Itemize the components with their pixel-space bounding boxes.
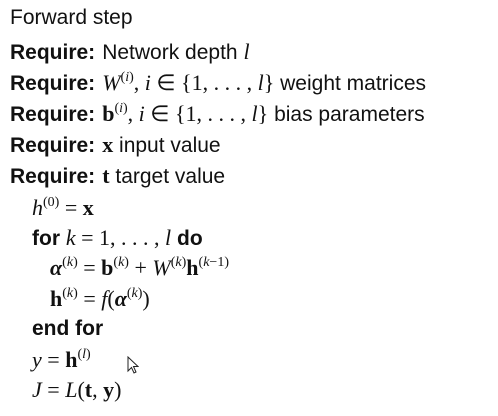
mouse-pointer-icon (127, 356, 139, 374)
step-loss: J = L(t, y) (32, 374, 121, 406)
bias-math: b(i), i ∈ {1, . . . , l} (102, 101, 269, 126)
require-input-value: Require: x input value (10, 129, 221, 161)
require-target-value: Require: t target value (10, 160, 225, 192)
init-math: h(0) = x (32, 195, 94, 220)
loop-range-math: k = 1, . . . , l (65, 225, 172, 250)
activation-math: h(k) = f(α(k)) (50, 286, 150, 311)
for-keyword: for (32, 227, 60, 250)
require-keyword: Require: (10, 134, 96, 157)
target-symbol: t (102, 163, 110, 188)
depth-symbol: l (243, 39, 250, 64)
require-text: weight matrices (280, 72, 427, 95)
step-end-for: end for (32, 313, 103, 345)
step-init-h0: h(0) = x (32, 192, 94, 224)
end-for-keyword: end for (32, 317, 104, 340)
require-text: input value (119, 134, 221, 157)
input-symbol: x (102, 132, 114, 157)
require-keyword: Require: (10, 41, 96, 64)
require-keyword: Require: (10, 103, 96, 126)
require-keyword: Require: (10, 165, 96, 188)
loss-math: J = L(t, y) (32, 377, 122, 402)
require-weight-matrices: Require: W(i), i ∈ {1, . . . , l} weight … (10, 67, 426, 99)
step-for-loop: for k = 1, . . . , l do (32, 222, 203, 254)
do-keyword: do (177, 227, 203, 250)
require-text: bias parameters (274, 103, 425, 126)
require-keyword: Require: (10, 72, 96, 95)
algorithm-title: Forward step (10, 6, 133, 29)
step-output: y = h(l) (32, 344, 91, 376)
weight-math: W(i), i ∈ {1, . . . , l} (102, 70, 275, 95)
step-pre-activation: α(k) = b(k) + W(k)h(k−1) (50, 252, 229, 284)
require-network-depth: Require: Network depth l (10, 36, 250, 68)
step-activation: h(k) = f(α(k)) (50, 283, 150, 315)
pre-activation-math: α(k) = b(k) + W(k)h(k−1) (50, 255, 229, 280)
require-bias-parameters: Require: b(i), i ∈ {1, . . . , l} bias pa… (10, 98, 425, 130)
require-text: Network depth (102, 41, 238, 64)
output-math: y = h(l) (32, 347, 91, 372)
require-text: target value (115, 165, 226, 188)
